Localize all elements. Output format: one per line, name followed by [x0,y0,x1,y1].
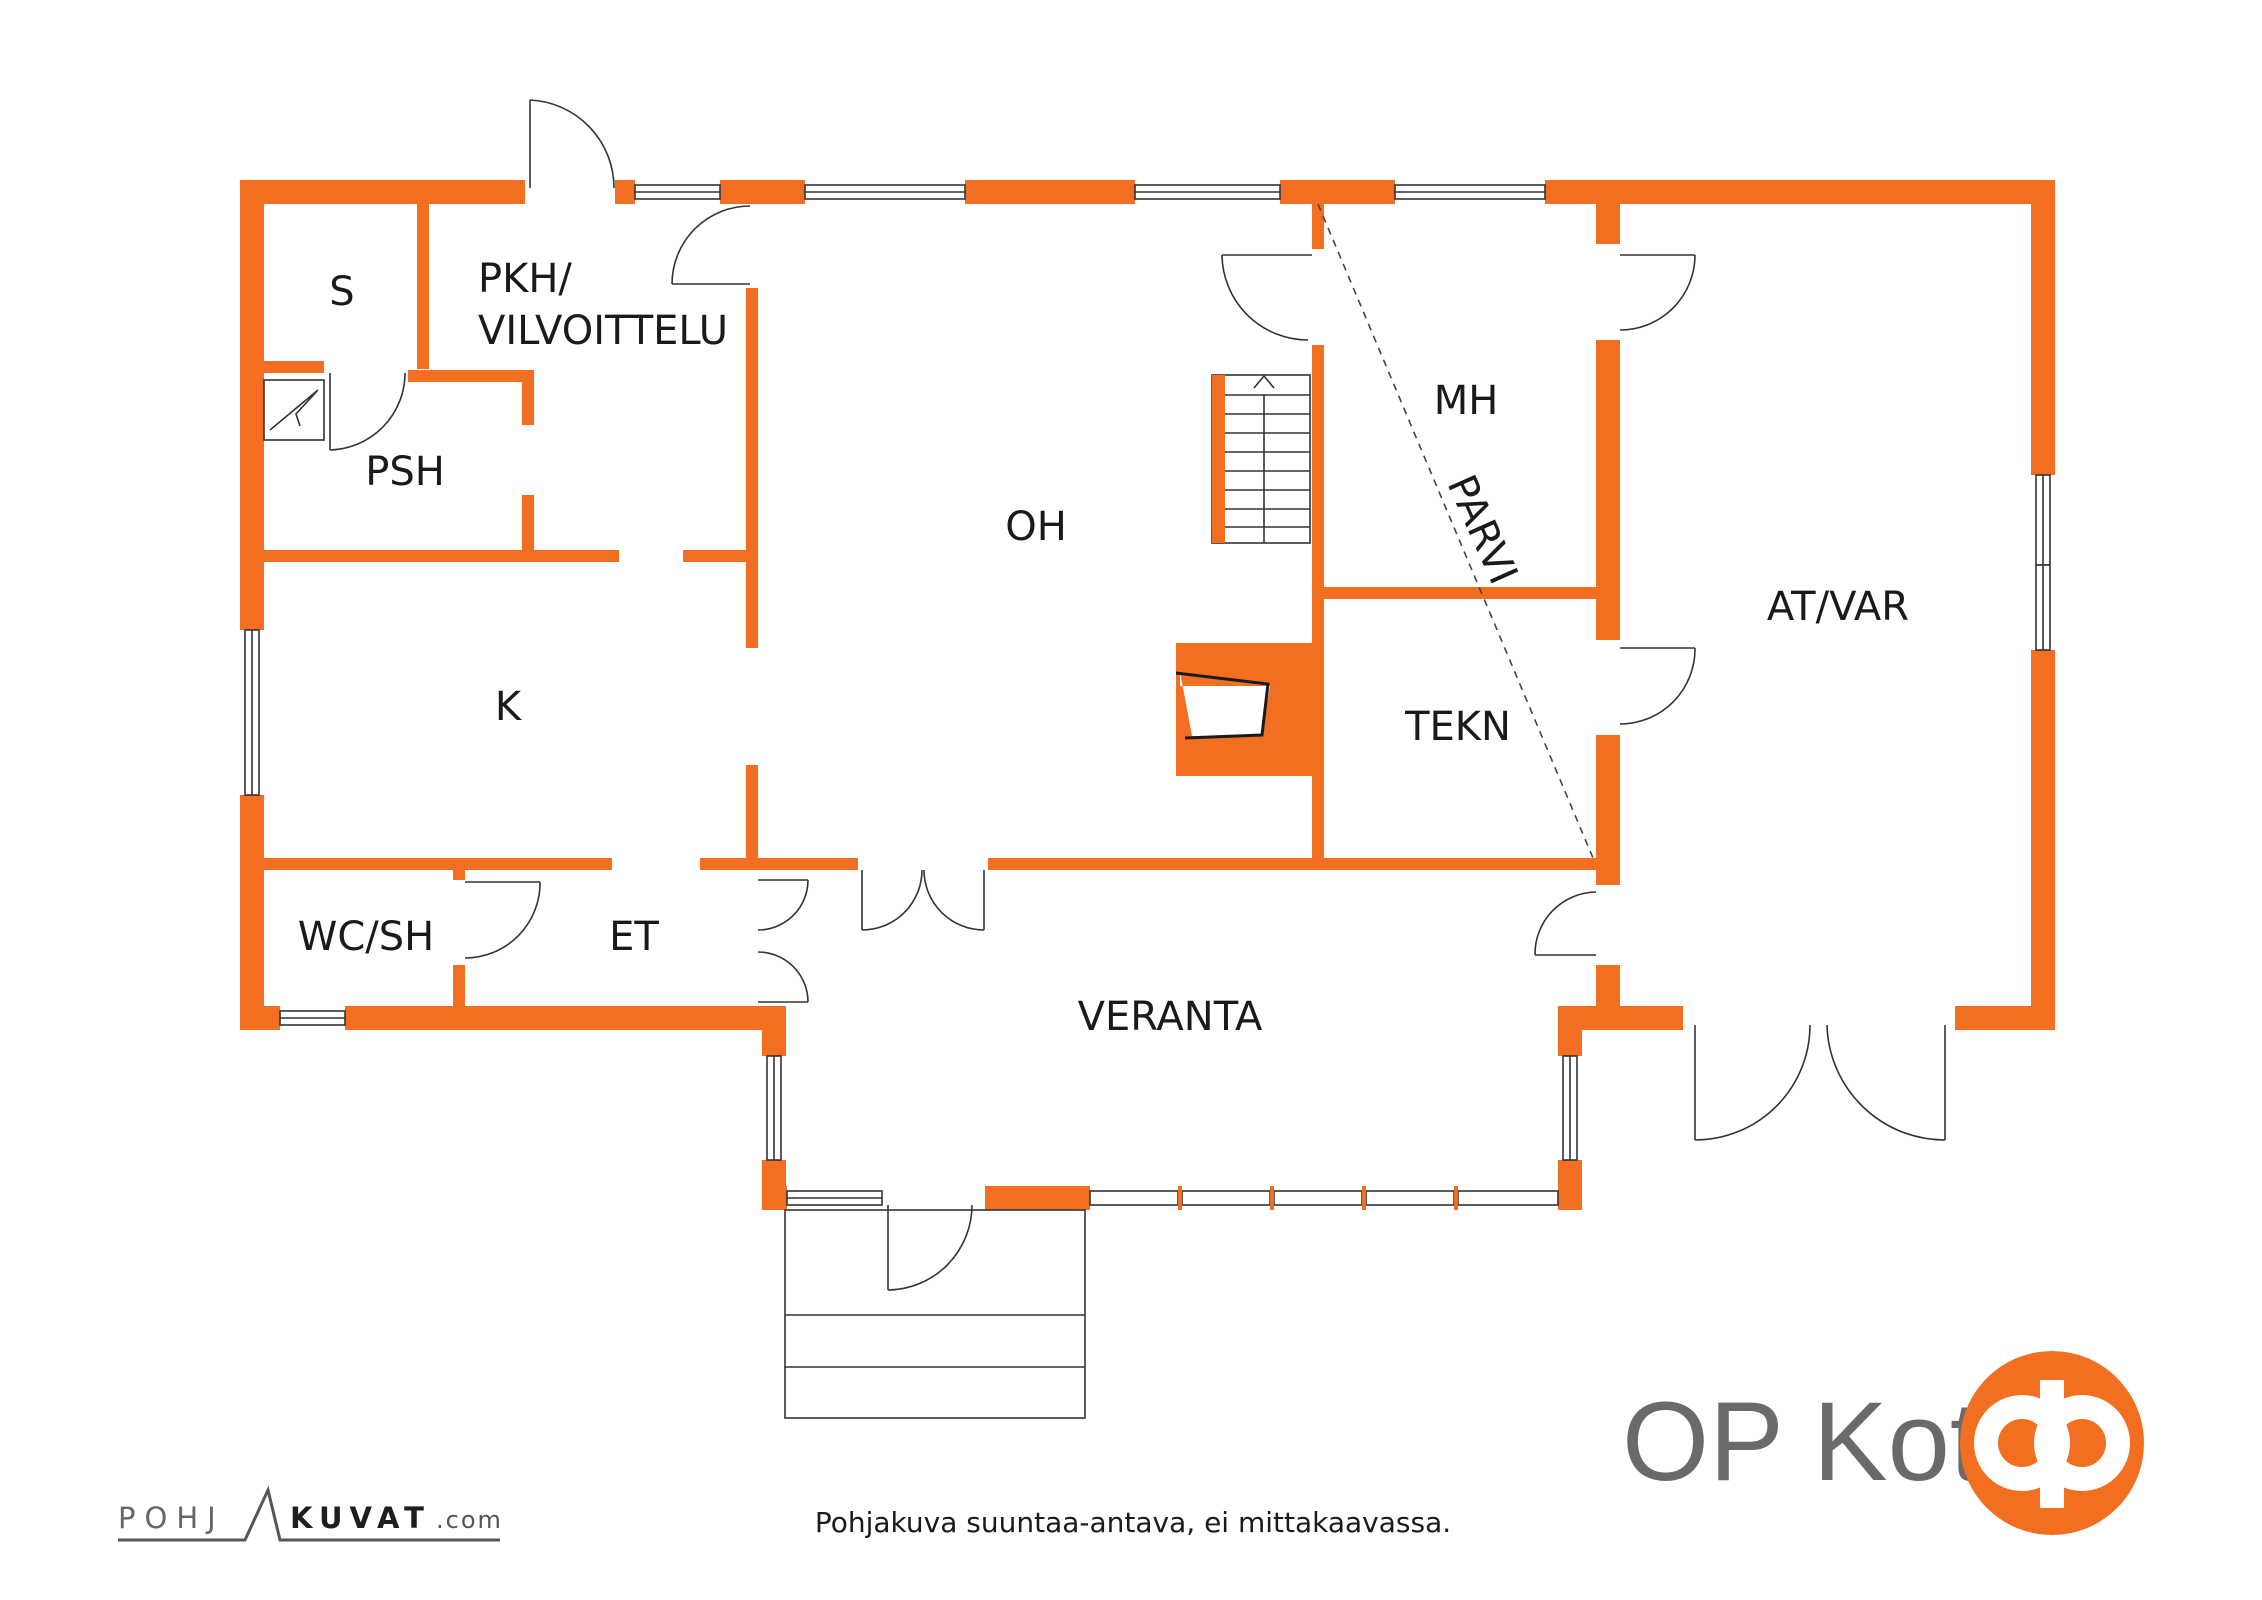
room-label-parvi: PARVI [1438,468,1526,591]
op-logo-icon [1960,1351,2144,1535]
room-label-pkh: PKH/ [478,256,572,302]
room-label-tekn: TEKN [1404,704,1511,750]
room-label-et: ET [609,914,659,960]
room-label-vilvoittelu: VILVOITTELU [478,308,728,354]
parvi-line [1317,203,1594,859]
interior-walls [264,204,1620,1025]
room-label-mh: MH [1434,378,1499,424]
exterior-walls [240,180,2055,1210]
windows [244,184,2051,1210]
room-label-k: K [495,684,523,730]
room-label-at-var: AT/VAR [1767,584,1909,630]
credit-part3: .com [436,1506,503,1534]
room-label-psh: PSH [365,449,445,495]
room-label-wc-sh: WC/SH [298,914,434,960]
pohjakuvat-logo: POHJ KUVAT .com [118,1485,503,1542]
fireplace [1175,643,1312,776]
stairs [1211,374,1311,544]
room-label-veranta: VERANTA [1078,994,1263,1040]
room-label-oh: OH [1005,504,1067,550]
doors [263,99,1946,1291]
room-label-s: S [329,269,354,315]
room-labels: S PKH/ VILVOITTELU PSH OH MH PARVI AT/VA… [298,256,1909,1040]
credit-part2: KUVAT [290,1501,431,1535]
disclaimer-text: Pohjakuva suuntaa-antava, ei mittakaavas… [815,1506,1451,1539]
credit-part1: POHJ [118,1501,225,1535]
brand-name: OP Koti [1622,1379,2006,1504]
entrance-steps [784,1209,1086,1419]
